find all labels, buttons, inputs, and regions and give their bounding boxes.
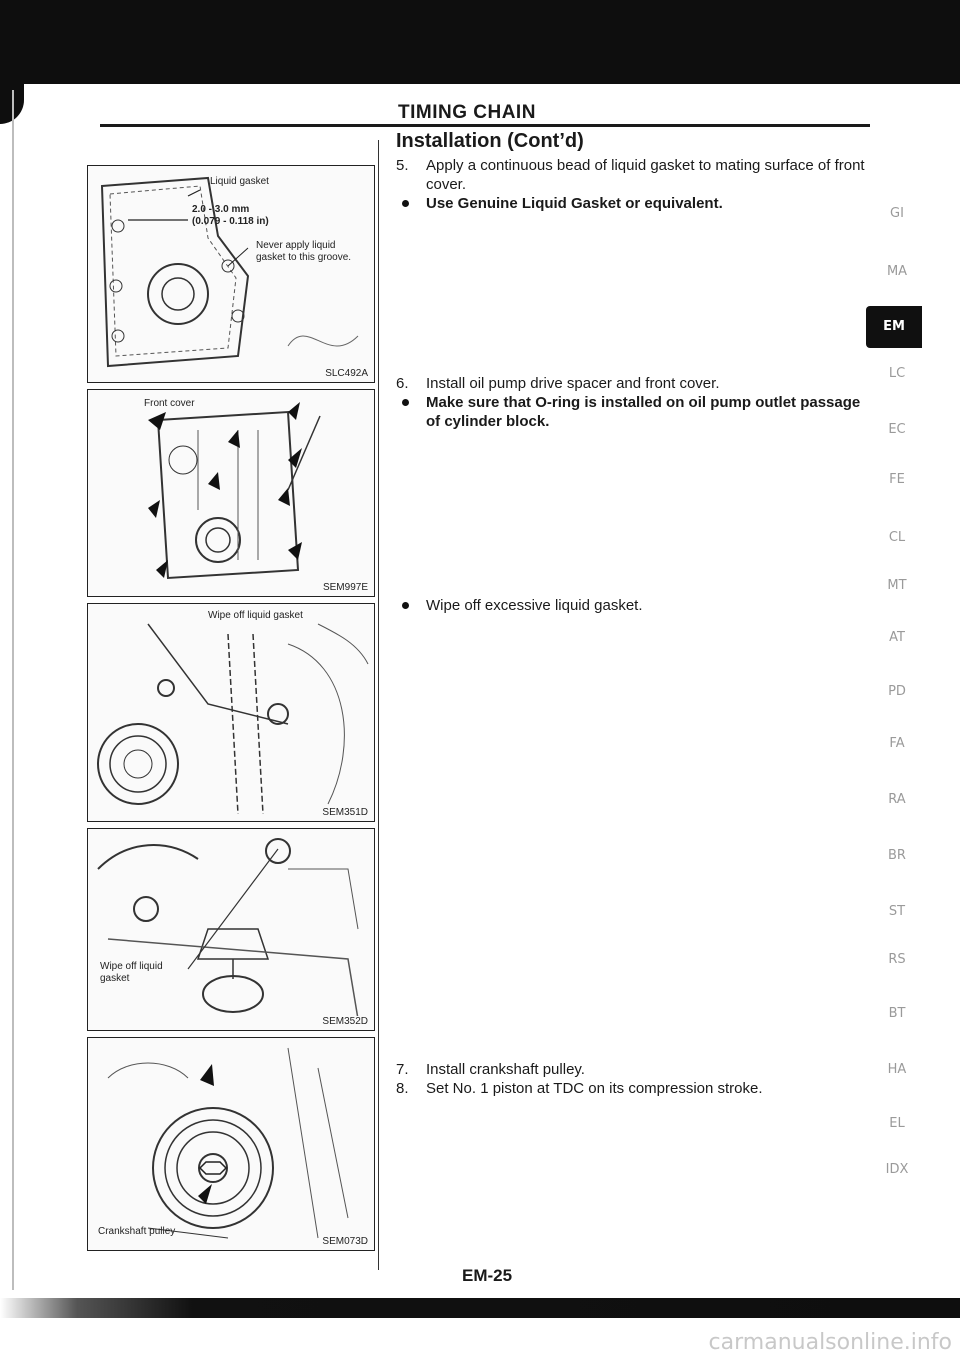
front-cover-gasket-illustration	[100, 176, 359, 368]
step-text: Install crankshaft pulley.	[426, 1061, 585, 1078]
step-6-block: 6. Install oil pump drive spacer and fro…	[396, 374, 876, 431]
wipe-off-bottom-illustration	[97, 838, 359, 1020]
tab-idx[interactable]: IDX	[885, 1162, 909, 1177]
tab-at[interactable]: AT	[889, 630, 905, 645]
tab-mt[interactable]: MT	[887, 578, 907, 593]
step-5-bullet: Use Genuine Liquid Gasket or equivalent.	[396, 194, 876, 213]
tab-cl[interactable]: CL	[888, 530, 906, 545]
tab-ec[interactable]: EC	[888, 422, 906, 437]
never-apply-label: Never apply liquid gasket to this groove…	[256, 240, 352, 263]
crankshaft-pulley-illustration	[107, 1047, 349, 1239]
tab-em[interactable]: EM	[866, 306, 922, 348]
tab-ha[interactable]: HA	[887, 1062, 907, 1077]
tab-ra[interactable]: RA	[888, 792, 906, 807]
tab-fa[interactable]: FA	[889, 736, 905, 751]
watermark-text: carmanualsonline.info	[708, 1330, 952, 1355]
title-rule	[100, 124, 870, 127]
liquid-gasket-label: Liquid gasket	[210, 176, 269, 187]
figure-code: SEM997E	[320, 582, 370, 593]
wipe-off-label: Wipe off liquid gasket	[100, 961, 163, 984]
step-text: Install oil pump drive spacer and front …	[426, 375, 720, 392]
tab-ma[interactable]: MA	[886, 264, 908, 279]
figure-code: SLC492A	[323, 368, 370, 379]
step-text: Set No. 1 piston at TDC on its compressi…	[426, 1080, 763, 1097]
page-number: EM-25	[462, 1266, 513, 1285]
step-7: 7. Install crankshaft pulley.	[396, 1060, 876, 1079]
tab-fe[interactable]: FE	[889, 472, 905, 487]
figure-code: SEM073D	[320, 1236, 370, 1247]
header-black-bar	[0, 0, 960, 84]
figure-code: SEM351D	[320, 807, 370, 818]
section-subtitle: Installation (Cont’d)	[396, 130, 584, 152]
wipe-off-bullet: Wipe off excessive liquid gasket.	[396, 596, 876, 615]
step-number: 7.	[396, 1061, 409, 1078]
step-5: 5. Apply a continuous bead of liquid gas…	[396, 156, 876, 194]
tab-el[interactable]: EL	[889, 1116, 905, 1131]
tab-st[interactable]: ST	[888, 904, 906, 919]
step-6-bullet: Make sure that O-ring is installed on oi…	[396, 393, 876, 431]
tab-gi[interactable]: GI	[890, 206, 904, 221]
figure-crankshaft-pulley: Crankshaft pulley SEM073D	[87, 1037, 375, 1251]
wipe-off-front-illustration	[97, 623, 369, 815]
wipe-off-block: Wipe off excessive liquid gasket.	[396, 596, 876, 615]
wipe-off-label: Wipe off liquid gasket	[208, 610, 303, 621]
step-7-8-block: 7. Install crankshaft pulley. 8. Set No.…	[396, 1060, 876, 1098]
front-cover-install-illustration	[148, 402, 321, 580]
figure-wipe-off-bottom: Wipe off liquid gasket SEM352D	[87, 828, 375, 1031]
dimension-in-label: (0.079 - 0.118 in)	[192, 216, 269, 227]
step-number: 5.	[396, 157, 409, 174]
front-cover-label: Front cover	[144, 398, 195, 409]
crankshaft-pulley-label: Crankshaft pulley	[98, 1226, 176, 1237]
figure-code: SEM352D	[320, 1016, 370, 1027]
step-8: 8. Set No. 1 piston at TDC on its compre…	[396, 1079, 876, 1098]
tab-lc[interactable]: LC	[888, 366, 906, 381]
step-5-block: 5. Apply a continuous bead of liquid gas…	[396, 156, 876, 213]
step-text: Apply a continuous bead of liquid gasket…	[426, 157, 865, 193]
column-divider	[378, 140, 379, 1270]
dimension-mm-label: 2.0 - 3.0 mm	[192, 204, 250, 215]
footer-black-bar	[0, 1298, 960, 1318]
section-title: TIMING CHAIN	[398, 102, 536, 123]
figure-front-cover-gasket: Liquid gasket 2.0 - 3.0 mm (0.079 - 0.11…	[87, 165, 375, 383]
step-6: 6. Install oil pump drive spacer and fro…	[396, 374, 876, 393]
left-margin-rule	[12, 90, 14, 1290]
tab-br[interactable]: BR	[888, 848, 906, 863]
tab-pd[interactable]: PD	[888, 684, 906, 699]
figure-front-cover-install: Front cover SEM997E	[87, 389, 375, 597]
tab-bt[interactable]: BT	[888, 1006, 906, 1021]
tab-rs[interactable]: RS	[888, 952, 906, 967]
figure-wipe-off-front: Wipe off liquid gasket SEM351D	[87, 603, 375, 822]
step-number: 6.	[396, 375, 409, 392]
step-number: 8.	[396, 1080, 409, 1097]
